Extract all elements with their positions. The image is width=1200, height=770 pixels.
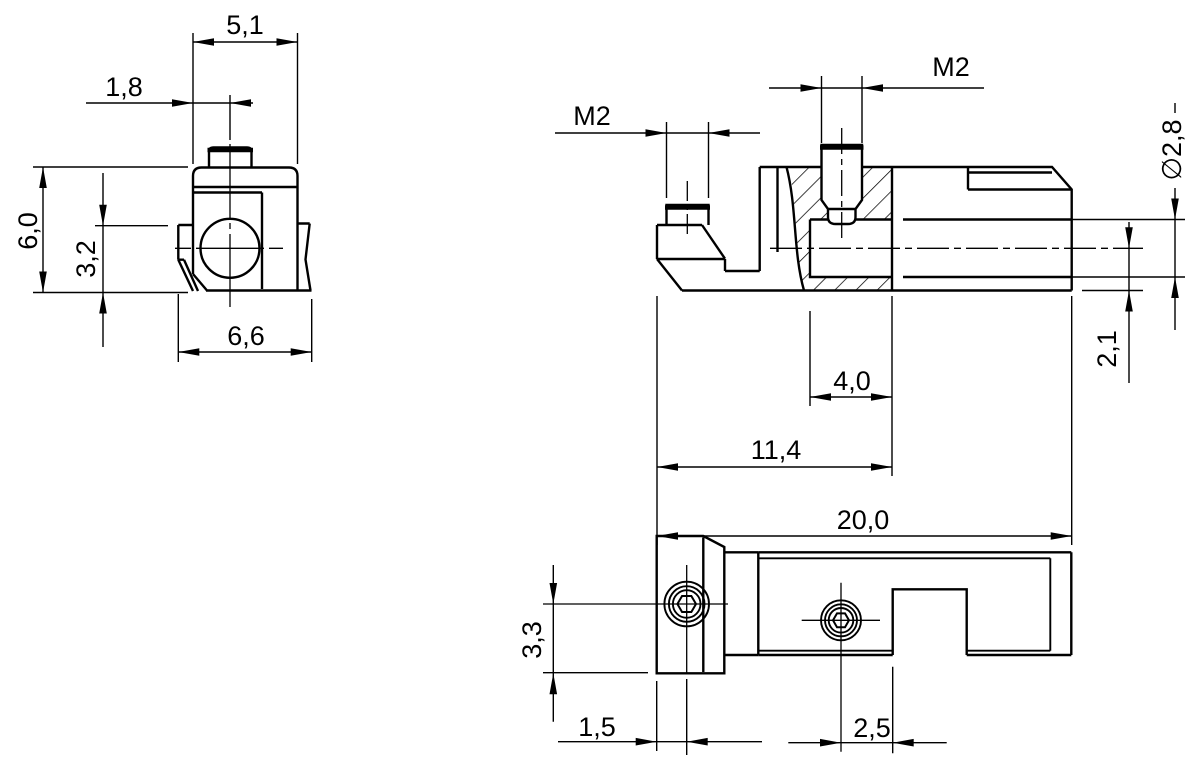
dim-m2-mid-arrows [800,84,883,92]
dim-label-thread-left: M2 [573,101,611,131]
hatch-left-region [789,167,892,291]
dim-label-depth-offset: 3,3 [517,621,547,659]
dim-1-8-arrows [172,99,251,107]
front-body-outline [191,166,312,292]
dim-m2-left-arrows [645,129,730,137]
dim-3-3-lines [543,565,648,722]
left-screw-crosshair [543,565,728,674]
dim-label-length-mid: 11,4 [751,435,802,465]
hatch-right-region [855,167,892,220]
side-body-outline [682,165,1073,292]
dim-label-bore-diameter: ∅2,8 [1157,119,1187,180]
bottom-neck [724,551,759,657]
bottom-notch [891,588,968,655]
dim-label-height-mid: 3,2 [71,240,101,278]
dim-label-height-total: 6,0 [13,212,43,250]
dim-label-thread-mid: M2 [932,52,970,82]
side-top-notch [966,167,1072,191]
dim-label-screw-offset: 1,8 [105,72,143,102]
side-jaw-block [655,167,761,292]
dim-label-length-total: 20,0 [837,505,890,535]
dim-1-8-lines [86,95,253,140]
dim-label-width-top: 5,1 [226,10,264,40]
bottom-rail-outline [757,551,1073,657]
dim-1-5-arrows [635,737,708,746]
front-left-wing [177,223,200,292]
dim-label-width-bottom: 6,6 [227,321,265,351]
dim-6-6-lines [177,294,313,362]
bottom-view: 3,3 1,5 2,5 [517,534,1073,755]
dim-11-4-lines [656,296,892,545]
front-right-wing [297,222,312,291]
dim-3-2-lines [95,173,168,347]
dim-label-hole-left-offset: 1,5 [578,712,616,742]
dim-label-hole-right-offset: 2,5 [853,713,891,743]
dim-2-5-arrows [820,738,914,747]
dim-5-1-lines [192,33,299,164]
dim-label-pocket-width: 4,0 [833,366,871,396]
side-section-view: M2 M2 ∅2,8 2,1 4,0 11,4 20,0 [555,52,1187,545]
dim-2-5-lines [788,666,947,754]
dim-20-0-lines [657,296,1073,545]
dim-6-0-lines [33,166,188,294]
right-screw-crosshair [801,582,880,752]
dim-5-1-arrows [193,38,298,46]
dim-2-1-arrows [1125,227,1133,312]
dim-4-0-arrows [810,393,892,401]
dim-2-8-arrows [1171,198,1179,298]
dim-label-bore-offset: 2,1 [1092,330,1122,368]
front-inner-face [194,191,264,289]
bottom-rail-inner-lines [758,557,1052,652]
bottom-block-outline [655,534,726,675]
section-break-curve [785,166,806,291]
side-pocket [808,218,892,279]
front-view: 5,1 1,8 6,0 3,2 6,6 [13,10,313,362]
dim-1-5-lines [558,679,762,755]
